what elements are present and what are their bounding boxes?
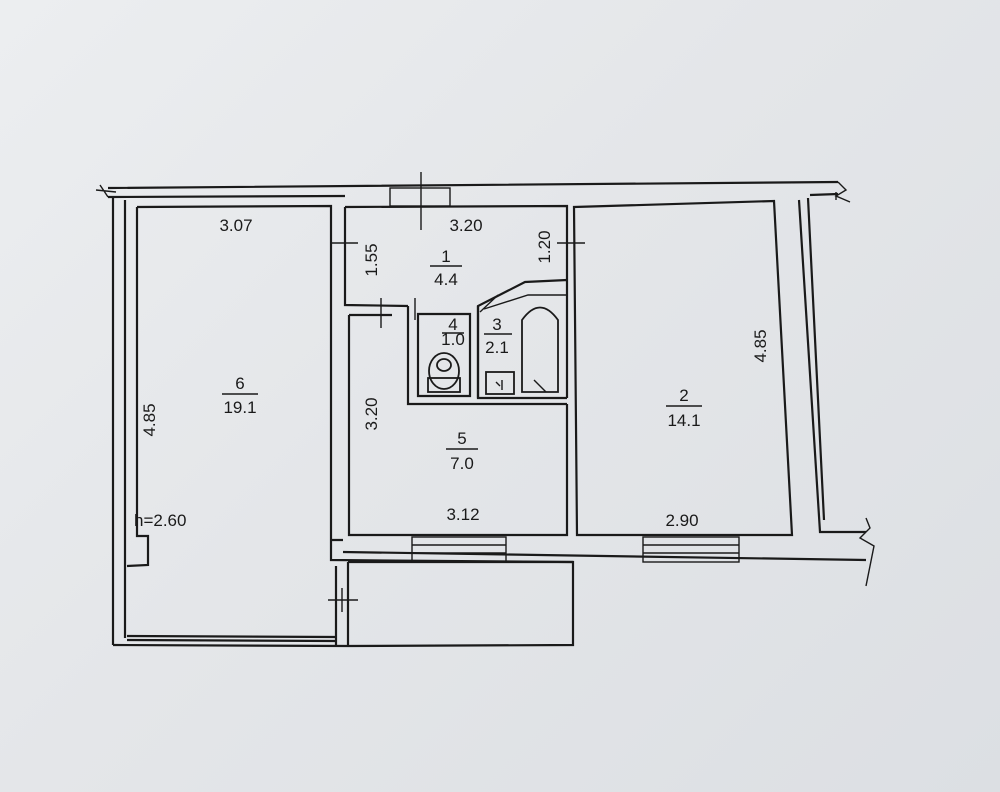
fixtures bbox=[427, 306, 559, 395]
room-number: 6 bbox=[235, 374, 244, 393]
dim-room5-width: 3.12 bbox=[446, 505, 479, 524]
room-1-label: 1 4.4 bbox=[430, 247, 462, 289]
room-number: 1 bbox=[441, 247, 450, 266]
dim-room6-length: 4.85 bbox=[140, 403, 159, 436]
dim-room6-width: 3.07 bbox=[219, 216, 252, 235]
room-5-label: 5 7.0 bbox=[446, 429, 478, 473]
bathtub-icon bbox=[521, 306, 559, 393]
walls bbox=[95, 180, 875, 648]
windows bbox=[389, 187, 740, 563]
dim-room1-width: 3.20 bbox=[449, 216, 482, 235]
room-area: 1.0 bbox=[441, 330, 465, 349]
dim-room2-length: 4.85 bbox=[751, 329, 770, 362]
room-2-label: 2 14.1 bbox=[666, 386, 702, 430]
tick-marks bbox=[328, 172, 585, 612]
room-number: 5 bbox=[457, 429, 466, 448]
room-number: 2 bbox=[679, 386, 688, 405]
dim-room2-width: 2.90 bbox=[665, 511, 698, 530]
room-area: 2.1 bbox=[485, 338, 509, 357]
room-3-label: 3 2.1 bbox=[484, 315, 512, 357]
room-number: 4 bbox=[448, 315, 457, 334]
room-area: 7.0 bbox=[450, 454, 474, 473]
dim-room1-left: 1.55 bbox=[362, 243, 381, 276]
room-4-label: 4 1.0 bbox=[441, 315, 465, 349]
room-area: 14.1 bbox=[667, 411, 700, 430]
sink-icon bbox=[485, 371, 515, 395]
room-6-label: 6 19.1 bbox=[222, 374, 258, 417]
dimensions: 3.07 3.20 1.55 1.20 4.85 3.20 3.12 4.85 … bbox=[134, 216, 770, 530]
room-area: 19.1 bbox=[223, 398, 256, 417]
room-area: 4.4 bbox=[434, 270, 458, 289]
dim-room1-right: 1.20 bbox=[535, 230, 554, 263]
toilet-icon bbox=[427, 352, 461, 393]
ceiling-height: h=2.60 bbox=[134, 511, 186, 530]
dim-room5-height: 3.20 bbox=[362, 397, 381, 430]
room-number: 3 bbox=[492, 315, 501, 334]
